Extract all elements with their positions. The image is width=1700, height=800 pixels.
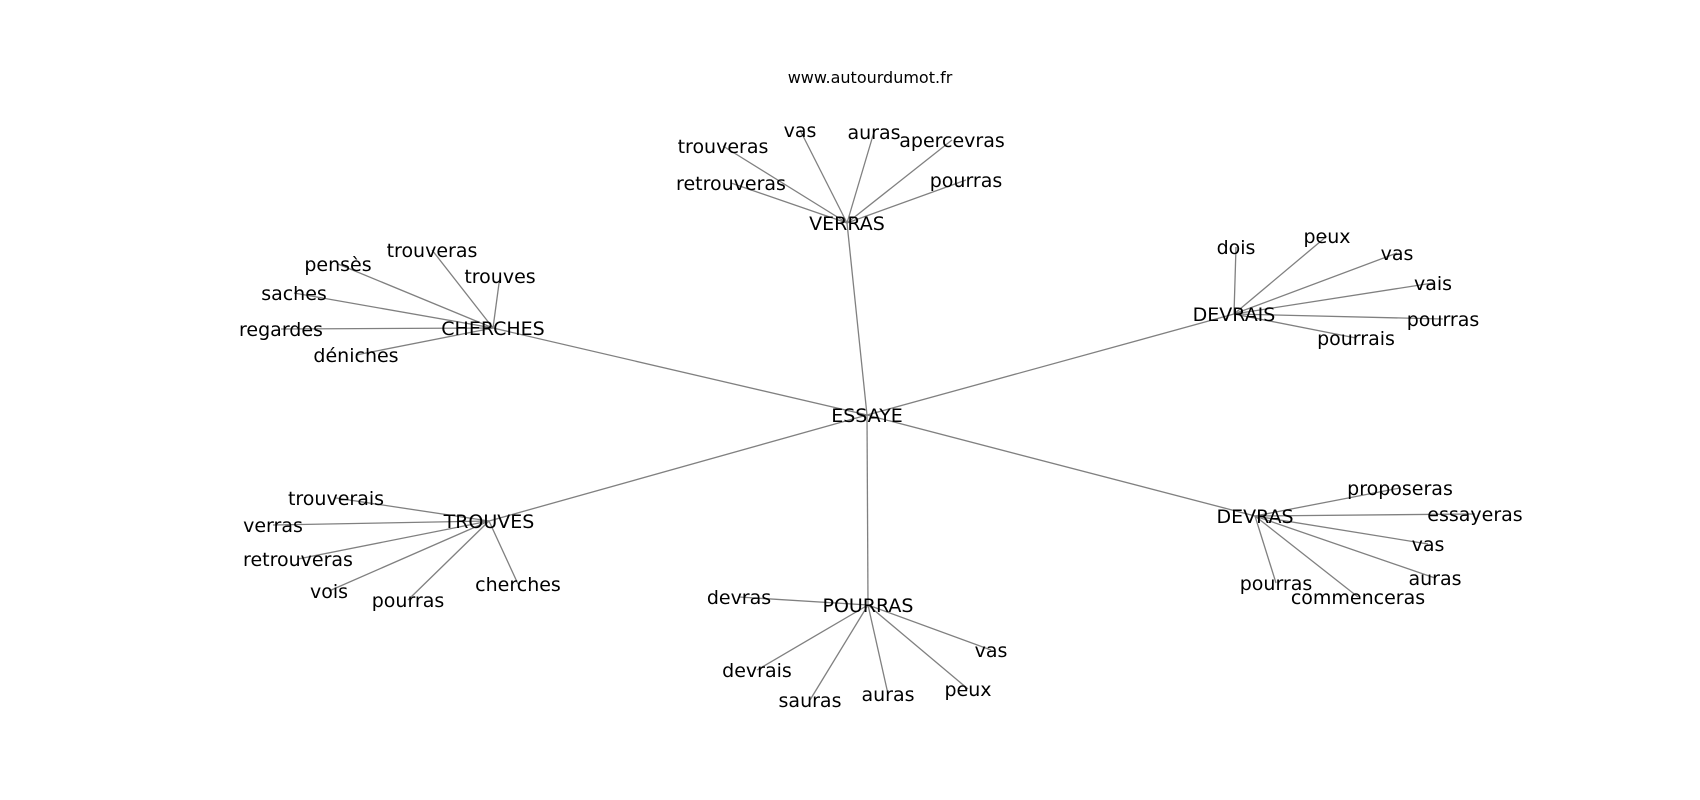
edge-hub-word bbox=[328, 520, 490, 592]
word-node: proposeras bbox=[1347, 478, 1453, 500]
edge-hub-word bbox=[1233, 252, 1398, 315]
word-node: retrouveras bbox=[676, 173, 786, 195]
edge-hub-word bbox=[272, 520, 490, 526]
word-node: retrouveras bbox=[243, 549, 353, 571]
edge-center-hub bbox=[488, 414, 868, 522]
hub-node: VERRAS bbox=[809, 213, 885, 235]
edge-hub-word bbox=[846, 131, 875, 224]
edge-hub-word bbox=[867, 604, 969, 690]
word-node: vas bbox=[784, 120, 817, 142]
edge-hub-word bbox=[846, 179, 967, 224]
edge-hub-word bbox=[488, 520, 519, 585]
edge-hub-word bbox=[1233, 282, 1434, 315]
edge-hub-word bbox=[799, 129, 848, 224]
hub-node: DEVRAS bbox=[1216, 506, 1293, 528]
edge-hub-word bbox=[1254, 515, 1429, 545]
edge-hub-word bbox=[809, 604, 869, 701]
word-node: devrais bbox=[722, 660, 792, 682]
edge-center-hub bbox=[866, 313, 1235, 416]
word-node: commenceras bbox=[1291, 587, 1425, 609]
edge-hub-word bbox=[756, 604, 869, 671]
word-node: trouverais bbox=[288, 488, 384, 510]
edge-hub-word bbox=[722, 145, 848, 224]
edge-hub-word bbox=[1233, 313, 1444, 320]
hub-node: TROUVES bbox=[443, 511, 535, 533]
word-node: regardes bbox=[239, 319, 323, 341]
word-node: cherches bbox=[475, 574, 561, 596]
edge-hub-word bbox=[407, 520, 490, 601]
word-node: saches bbox=[261, 283, 327, 305]
edge-hub-word bbox=[1254, 515, 1436, 579]
hub-node: POURRAS bbox=[822, 595, 913, 617]
edge-center-hub bbox=[846, 222, 868, 416]
word-node: peux bbox=[944, 679, 991, 701]
word-node: auras bbox=[847, 122, 900, 144]
word-node: sauras bbox=[779, 690, 842, 712]
word-node: pourras bbox=[1407, 309, 1480, 331]
graph-edges bbox=[272, 129, 1476, 701]
word-node: devras bbox=[707, 587, 771, 609]
edge-hub-word bbox=[1254, 487, 1401, 517]
hub-node: CHERCHES bbox=[441, 318, 544, 340]
edge-hub-word bbox=[337, 263, 494, 329]
word-node: trouves bbox=[464, 266, 535, 288]
word-node: verras bbox=[243, 515, 303, 537]
word-node: auras bbox=[861, 684, 914, 706]
word-node: pensès bbox=[304, 254, 371, 276]
word-node: vais bbox=[1414, 273, 1452, 295]
edge-hub-word bbox=[730, 182, 848, 224]
edge-hub-word bbox=[1254, 515, 1359, 598]
word-node: peux bbox=[1303, 226, 1350, 248]
word-node: dois bbox=[1217, 237, 1256, 259]
edge-center-hub bbox=[866, 414, 869, 606]
word-node: trouveras bbox=[387, 240, 478, 262]
word-node: vas bbox=[975, 640, 1008, 662]
word-node: pourras bbox=[930, 170, 1003, 192]
edge-hub-word bbox=[1233, 313, 1357, 339]
edge-hub-word bbox=[280, 327, 494, 330]
word-node: pourras bbox=[1240, 573, 1313, 595]
edge-hub-word bbox=[867, 604, 992, 651]
edge-hub-word bbox=[335, 497, 490, 522]
edge-hub-word bbox=[738, 596, 869, 606]
word-node: pourras bbox=[372, 590, 445, 612]
word-node: trouveras bbox=[678, 136, 769, 158]
edge-hub-word bbox=[1254, 513, 1476, 517]
word-node: vas bbox=[1381, 243, 1414, 265]
hub-node: DEVRAIS bbox=[1193, 304, 1276, 326]
edge-hub-word bbox=[1254, 515, 1277, 584]
edge-hub-word bbox=[1233, 235, 1328, 315]
source-label: www.autourdumot.fr bbox=[788, 68, 953, 87]
word-node: déniches bbox=[313, 345, 398, 367]
word-node: pourrais bbox=[1317, 328, 1395, 350]
edge-center-hub bbox=[866, 414, 1256, 517]
edge-hub-word bbox=[492, 275, 501, 329]
word-node: apercevras bbox=[899, 130, 1005, 152]
edge-hub-word bbox=[431, 249, 494, 329]
edge-hub-word bbox=[297, 520, 490, 560]
edge-hub-word bbox=[355, 327, 494, 356]
word-node: vois bbox=[310, 581, 348, 603]
edge-hub-word bbox=[867, 604, 889, 695]
edge-hub-word bbox=[846, 139, 953, 224]
word-node: auras bbox=[1408, 568, 1461, 590]
edge-center-hub bbox=[492, 327, 868, 416]
edge-hub-word bbox=[293, 292, 494, 329]
word-node: essayeras bbox=[1427, 504, 1522, 526]
word-node: vas bbox=[1412, 534, 1445, 556]
center-node: ESSAYE bbox=[831, 405, 903, 427]
edge-hub-word bbox=[1233, 246, 1237, 315]
